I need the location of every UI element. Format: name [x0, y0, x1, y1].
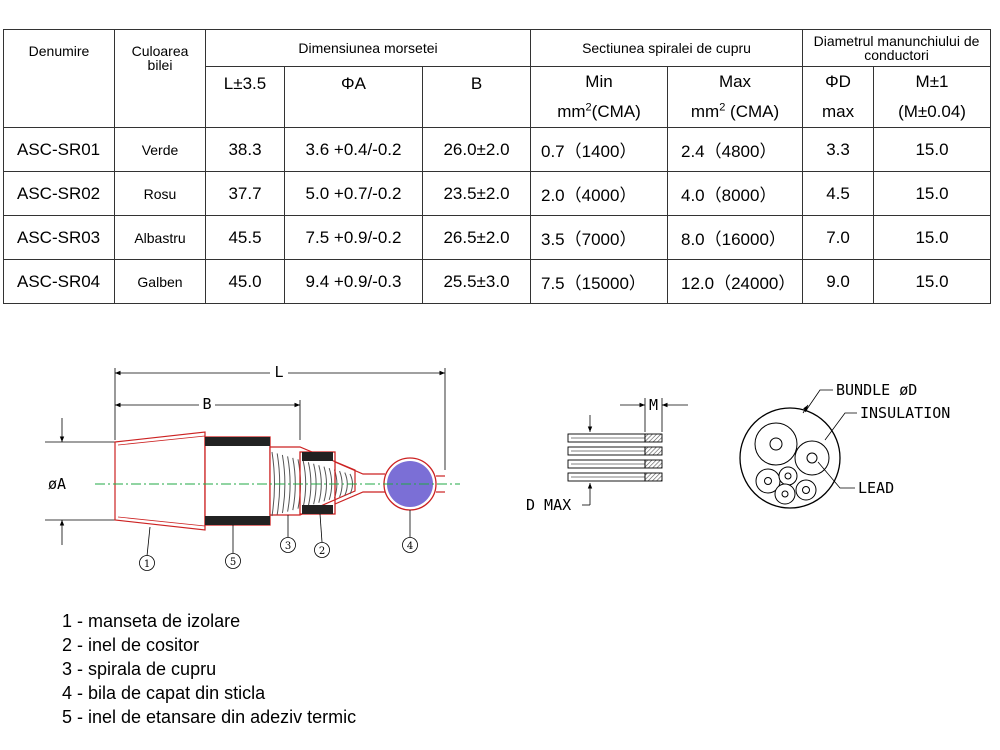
- dimension-l-label: L: [274, 363, 283, 381]
- copper-spiral-housing: [269, 446, 356, 516]
- spiral-coil: [287, 456, 291, 512]
- cell-d: 4.5: [802, 171, 875, 216]
- lead-label: LEAD: [858, 479, 894, 497]
- conductor-strip-view: M D MAX: [526, 396, 688, 514]
- adhesive-ring-bottom: [205, 516, 270, 525]
- legend-item: 1 - manseta de izolare: [62, 611, 241, 631]
- header-sectiunea: Sectiunea spiralei de cupru: [529, 29, 804, 67]
- table-row: ASC-SR03 Albastru 45.5 7.5 +0.9/-0.2 26.…: [3, 215, 992, 260]
- callout-4: 4: [407, 541, 413, 552]
- cell-b: 23.5±2.0: [422, 171, 531, 216]
- header-min-unit: mm2(CMA): [530, 97, 668, 128]
- sealing-ring-body: [204, 436, 271, 526]
- cell-b: 25.5±3.0: [422, 259, 531, 304]
- cell-a: 9.4 +0.9/-0.3: [284, 259, 423, 304]
- cell-color: Galben: [114, 259, 206, 304]
- cell-name: ASC-SR01: [3, 127, 115, 172]
- callout-3: 3: [285, 541, 291, 552]
- cell-color: Rosu: [114, 171, 206, 216]
- cell-color: Albastru: [114, 215, 206, 260]
- technical-drawing: L B øA 1 5 3: [45, 363, 950, 571]
- cell-b: 26.5±2.0: [422, 215, 531, 260]
- cell-max: 2.4（4800）: [666, 127, 804, 172]
- header-m-unit: (M±0.04): [873, 97, 992, 128]
- legend-item: 5 - inel de etansare din adeziv termic: [62, 707, 357, 727]
- header-min: Min: [530, 66, 668, 97]
- cell-a: 3.6 +0.4/-0.2: [284, 127, 423, 172]
- legend-item: 3 - spirala de cupru: [62, 659, 217, 679]
- spec-table: Denumire Culoarea bilei Dimensiunea mors…: [3, 29, 992, 304]
- terminal-side-view: L B øA 1 5 3: [45, 363, 460, 571]
- cell-l: 45.0: [205, 259, 285, 304]
- cell-m: 15.0: [873, 215, 992, 260]
- header-l: L±3.5: [205, 66, 285, 128]
- cell-m: 15.0: [873, 171, 992, 216]
- conductor-strip-end: [644, 446, 663, 456]
- header-max-unit: mm2 (CMA): [666, 97, 804, 128]
- spiral-coil: [271, 451, 275, 517]
- header-culoarea: Culoarea bilei: [114, 29, 206, 128]
- cell-max: 4.0（8000）: [666, 171, 804, 216]
- spiral-coil: [323, 466, 327, 502]
- table-row: ASC-SR01 Verde 38.3 3.6 +0.4/-0.2 26.0±2…: [3, 127, 992, 172]
- spiral-coil: [307, 462, 312, 506]
- cell-max: 8.0（16000）: [666, 215, 804, 260]
- cell-b: 26.0±2.0: [422, 127, 531, 172]
- conductor-strip-end: [644, 472, 663, 482]
- cell-color: Verde: [114, 127, 206, 172]
- table-row: ASC-SR02 Rosu 37.7 5.0 +0.7/-0.2 23.5±2.…: [3, 171, 992, 216]
- cell-name: ASC-SR02: [3, 171, 115, 216]
- dimension-m-label: M: [649, 396, 658, 414]
- header-phi-a: ΦA: [284, 66, 423, 128]
- legend-item: 4 - bila de capat din sticla: [62, 683, 266, 703]
- callout-1: 1: [144, 559, 150, 570]
- cell-min: 0.7（1400）: [530, 127, 668, 172]
- conductor-strip-end: [644, 433, 663, 443]
- table-row: ASC-SR04 Galben 45.0 9.4 +0.9/-0.3 25.5±…: [3, 259, 992, 304]
- cell-l: 38.3: [205, 127, 285, 172]
- header-dimensiunea: Dimensiunea morsetei: [205, 29, 531, 67]
- cell-a: 5.0 +0.7/-0.2: [284, 171, 423, 216]
- cell-l: 45.5: [205, 215, 285, 260]
- legend-item: 2 - inel de cositor: [62, 635, 200, 655]
- insulation-sleeve: [114, 431, 206, 531]
- cell-max: 12.0（24000）: [666, 259, 804, 304]
- dimension-phi-a-label: øA: [48, 475, 66, 493]
- header-max: Max: [666, 66, 804, 97]
- cell-m: 15.0: [873, 127, 992, 172]
- header-phi-d-unit: max: [802, 97, 875, 128]
- insulation-label: INSULATION: [860, 404, 950, 422]
- cell-min: 7.5（15000）: [530, 259, 668, 304]
- bundle-cross-section: BUNDLE øD INSULATION LEAD: [739, 381, 950, 509]
- cell-d: 7.0: [802, 215, 875, 260]
- header-b: B: [422, 66, 531, 128]
- cell-name: ASC-SR04: [3, 259, 115, 304]
- spiral-coil: [318, 465, 322, 503]
- header-phi-d: ΦD: [802, 66, 875, 97]
- header-m: M±1: [873, 66, 992, 97]
- bundle-label: BUNDLE øD: [836, 381, 917, 399]
- cell-min: 3.5（7000）: [530, 215, 668, 260]
- dimension-b-label: B: [202, 395, 211, 413]
- legend: 1 - manseta de izolare 2 - inel de cosit…: [62, 609, 356, 729]
- header-diametrul: Diametrul manunchiului de conductori: [802, 29, 992, 67]
- header-denumire: Denumire: [3, 29, 115, 128]
- cell-d: 3.3: [802, 127, 875, 172]
- tin-ring-bottom: [302, 505, 333, 514]
- cell-min: 2.0（4000）: [530, 171, 668, 216]
- cell-a: 7.5 +0.9/-0.2: [284, 215, 423, 260]
- callout-2: 2: [319, 546, 325, 557]
- cell-m: 15.0: [873, 259, 992, 304]
- adhesive-ring-top: [205, 437, 270, 446]
- cell-d: 9.0: [802, 259, 875, 304]
- cell-name: ASC-SR03: [3, 215, 115, 260]
- spiral-coil: [302, 460, 307, 508]
- callout-5: 5: [230, 557, 236, 568]
- cell-l: 37.7: [205, 171, 285, 216]
- dimension-d-max-label: D MAX: [526, 496, 571, 514]
- conductor-strip-end: [644, 459, 663, 469]
- tin-ring-top: [302, 452, 333, 461]
